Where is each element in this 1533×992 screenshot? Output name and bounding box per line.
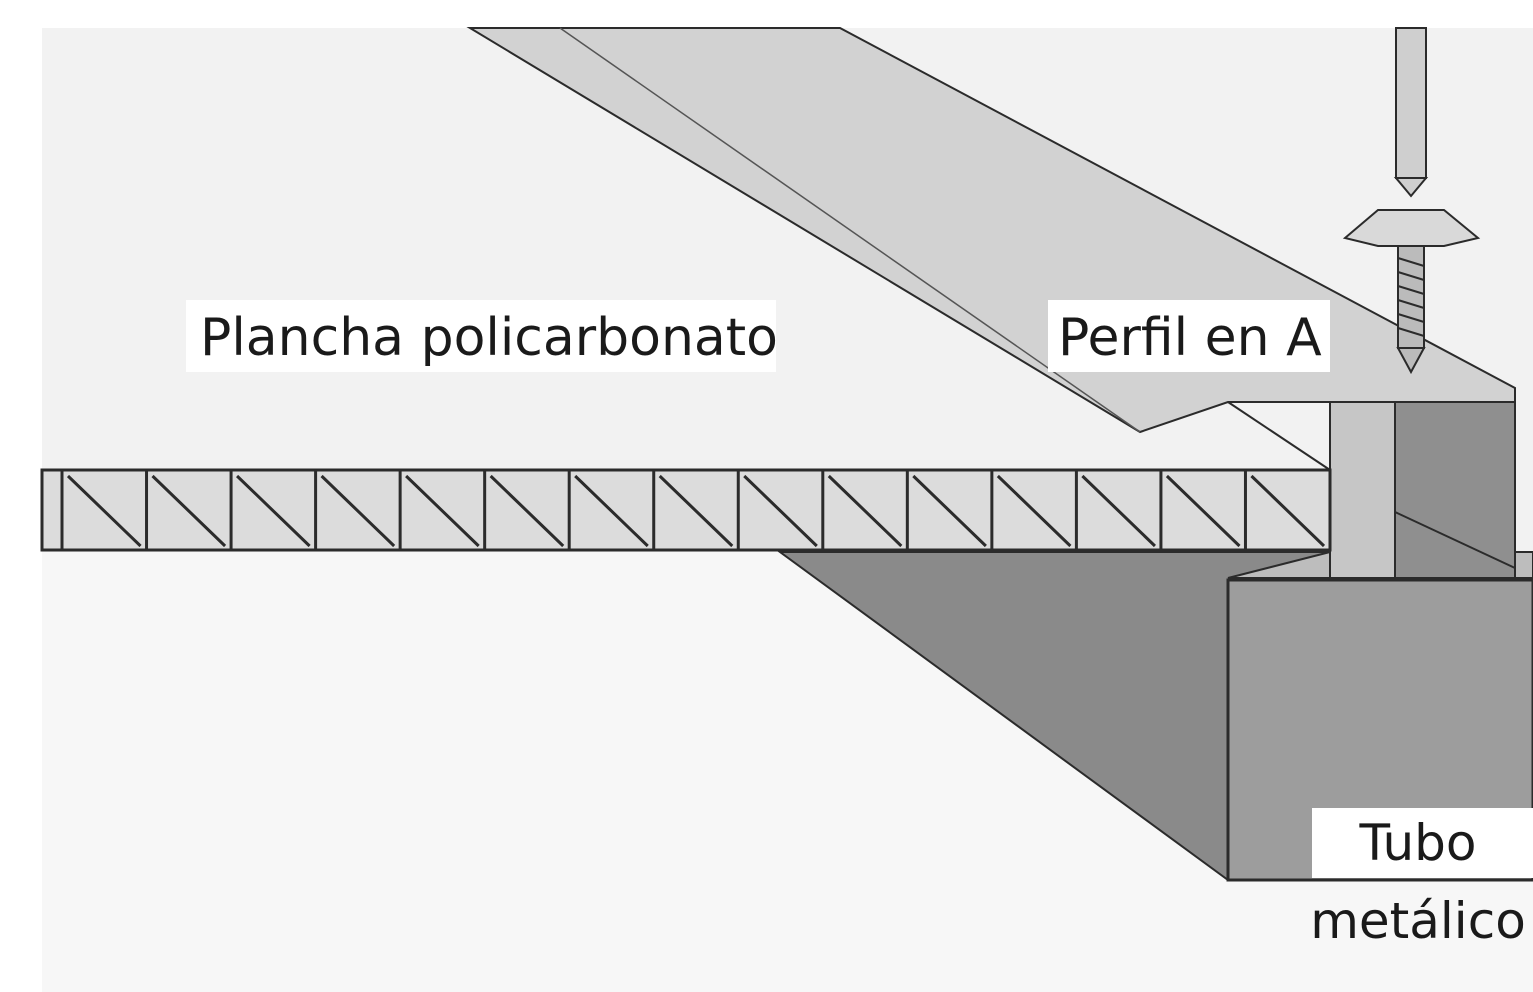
sheet-cell-diagonal (827, 474, 903, 548)
self-drilling-screw (1342, 27, 1481, 375)
sheet-cell-diagonal (151, 474, 227, 548)
sheet-cell-diagonal (66, 474, 142, 548)
screwdriver-shaft (1395, 27, 1427, 179)
sheet-cell-diagonal (912, 474, 987, 548)
sheet-cell-diagonal (996, 474, 1072, 548)
polycarbonate-sheet-body (40, 468, 1332, 552)
a-profile-under-edge (1227, 401, 1331, 471)
profile-label-box (1048, 300, 1330, 372)
screw-point (1396, 347, 1426, 375)
sheet-cell-diagonal (574, 474, 649, 548)
profile-label: Perfil en A (1058, 308, 1322, 368)
profile-center-stem (1329, 401, 1396, 579)
sheet-cell-diagonal (1081, 474, 1156, 548)
tube-label-line2: metálico (1310, 892, 1526, 950)
sheet-cell-diagonal (743, 474, 818, 548)
sheet-cell-diagonal (405, 474, 480, 548)
tube-label-box (1312, 808, 1533, 878)
profile-inner-edge (1394, 511, 1516, 569)
screwdriver-tip (1393, 177, 1429, 198)
sheet-label-box (186, 300, 776, 372)
sheet-cell-diagonal (236, 474, 311, 548)
sheet-cell-diagonal (658, 474, 734, 548)
screw-washer (1342, 209, 1481, 247)
sheet-cell-diagonal (489, 474, 565, 548)
screw-thread-lines (1397, 257, 1425, 337)
polycarbonate-sheet (40, 468, 1332, 552)
a-profile-fold-line (559, 27, 1141, 433)
tube-label-line1: Tubo (1359, 814, 1477, 872)
sheet-cell-diagonal (320, 474, 396, 548)
sheet-cell-diagonal (1165, 474, 1241, 548)
sheet-label: Plancha policarbonato (200, 308, 778, 368)
sheet-cell-diagonal (1250, 474, 1326, 548)
